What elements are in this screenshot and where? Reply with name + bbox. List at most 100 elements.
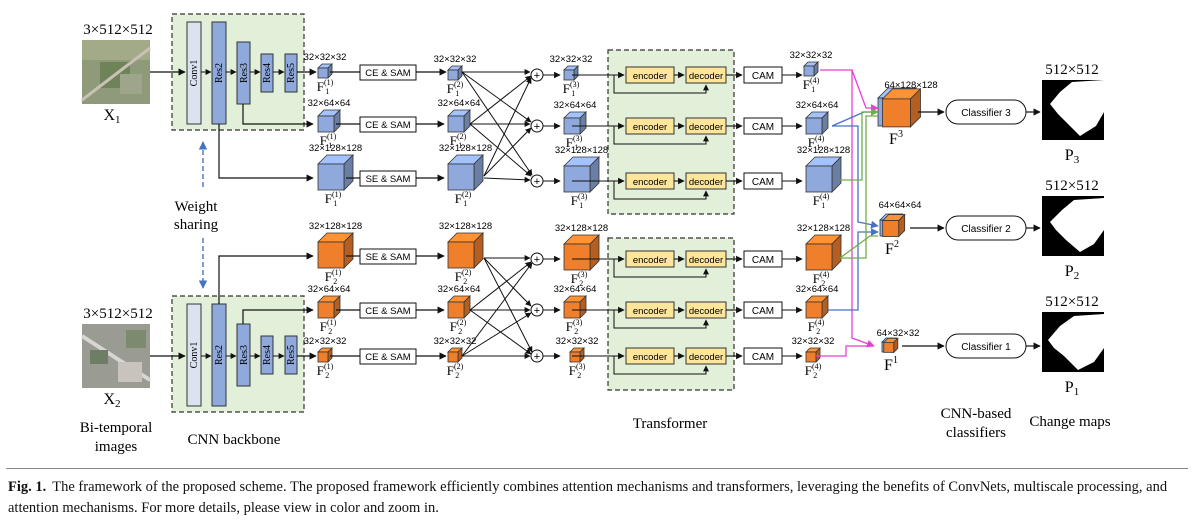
cam-label-1: CAM xyxy=(752,71,774,82)
x1-label: X1 xyxy=(103,107,120,126)
caption-label: Fig. 1. xyxy=(8,479,47,495)
fused-f3: F3 xyxy=(877,87,922,148)
cube-f1c4-32-label: F(4)1 xyxy=(803,76,820,94)
cam-block-5: CAM xyxy=(743,301,803,319)
classifier-3-label: Classifier 3 xyxy=(961,108,1011,119)
cube-f2c4-64: 32×64×64F(4)2 xyxy=(796,284,839,336)
cam-block-1: CAM xyxy=(743,66,803,84)
cube-f2c4-128-label: F(4)2 xyxy=(813,270,830,288)
cube-f1c4-128-dim: 32×128×128 xyxy=(797,145,850,156)
p1-label: P1 xyxy=(1065,379,1079,398)
cube-f2c1-32: 32×32×32F(1)2 xyxy=(304,336,347,380)
cube-f2c3-64-label: F(3)2 xyxy=(566,318,583,336)
classifier-3: Classifier 3 xyxy=(918,99,1041,125)
cube-f2c1-32-label: F(1)2 xyxy=(317,362,334,380)
layer-res5-bottom: Res5 xyxy=(286,345,297,365)
cube-f2c2-128-dim: 32×128×128 xyxy=(439,221,492,232)
encoder-label-5: encoder xyxy=(633,306,667,317)
plus-3: + xyxy=(534,176,540,188)
dim-f2: 64×64×64 xyxy=(879,200,922,211)
cube-f1c3-32: 32×32×32F(3)1 xyxy=(550,54,593,98)
cube-f1c1-32-dim: 32×32×32 xyxy=(304,52,347,63)
encoder-label-2: encoder xyxy=(633,122,667,133)
cam-block-3: CAM xyxy=(743,172,803,190)
cube-f2c2-32: 32×32×32F(2)2 xyxy=(434,336,477,380)
cube-f1c1-64-label: F(1)1 xyxy=(320,132,337,150)
cube-f1c2-32-dim: 32×32×32 xyxy=(434,54,477,65)
cube-f1c1-128-dim: 32×128×128 xyxy=(309,143,362,154)
cube-f2c1-64-label: F(1)2 xyxy=(320,318,337,336)
layer-res4-bottom: Res4 xyxy=(262,345,273,365)
cam-label-5: CAM xyxy=(752,306,774,317)
cube-f1c2-64-label: F(2)1 xyxy=(450,132,467,150)
cube-f1c3-64-label: F(3)1 xyxy=(566,134,583,152)
change-map-p3 xyxy=(1042,80,1104,140)
cube-f1c1-64-dim: 32×64×64 xyxy=(308,98,351,109)
cube-f2c2-64: 32×64×64F(2)2 xyxy=(438,284,481,336)
plus-5: + xyxy=(534,305,540,317)
dim-f1: 64×32×32 xyxy=(877,328,920,339)
fused-f2-label: F2 xyxy=(885,239,899,258)
cube-f2c2-64-dim: 32×64×64 xyxy=(438,284,481,295)
cube-f1c4-64-label: F(4)1 xyxy=(808,134,825,152)
bitemporal-label-line1: Bi-temporal xyxy=(80,420,152,436)
cam-block-2: CAM xyxy=(743,117,803,135)
layer-res5-top: Res5 xyxy=(286,63,297,83)
cube-f2c3-32-dim: 32×32×32 xyxy=(556,336,599,347)
cube-f1c3-128-label: F(3)1 xyxy=(571,192,588,210)
x2-label: X2 xyxy=(103,391,120,410)
cube-f1c4-128-label: F(4)1 xyxy=(813,192,830,210)
dim-f3: 64×128×128 xyxy=(884,80,937,91)
cube-f2c3-128-label: F(3)2 xyxy=(571,270,588,288)
weight-sharing-line1: Weight xyxy=(175,199,219,215)
layer-res3-top: Res3 xyxy=(239,63,250,83)
encoder-label-1: encoder xyxy=(633,71,667,82)
cube-f2c4-128-dim: 32×128×128 xyxy=(797,223,850,234)
layer-res3-bottom: Res3 xyxy=(239,345,250,365)
cam-label-6: CAM xyxy=(752,352,774,363)
cube-f2c4-32-dim: 32×32×32 xyxy=(792,336,835,347)
cube-f2c4-32: 32×32×32F(4)2 xyxy=(792,336,835,380)
cube-f1c4-32-dim: 32×32×32 xyxy=(790,50,833,61)
cube-f1c3-128-dim: 32×128×128 xyxy=(555,145,608,156)
encoder-label-4: encoder xyxy=(633,255,667,266)
cube-f2c3-32-label: F(3)2 xyxy=(569,362,586,380)
ce-sam-bottom-1: CE & SAM xyxy=(365,306,410,317)
layer-res2-bottom: Res2 xyxy=(214,345,225,365)
cube-f1c1-64: 32×64×64F(1)1 xyxy=(308,98,351,150)
cam-block-4: CAM xyxy=(743,250,803,268)
caption-text: The framework of the proposed scheme. Th… xyxy=(8,479,1168,516)
input-size-top: 3×512×512 xyxy=(83,22,152,38)
cube-f2c1-128-dim: 32×128×128 xyxy=(309,221,362,232)
cube-f1c2-128-dim: 32×128×128 xyxy=(439,143,492,154)
satellite-image-x1 xyxy=(81,40,151,104)
fused-f2: F2 xyxy=(879,213,906,258)
layer-res2-top: Res2 xyxy=(214,63,225,83)
cube-f2c4-32-label: F(4)2 xyxy=(805,362,822,380)
classifier-2-label: Classifier 2 xyxy=(961,224,1011,235)
plus-4: + xyxy=(534,254,540,266)
cube-f2c1-32-dim: 32×32×32 xyxy=(304,336,347,347)
cube-f1c2-64: 32×64×64F(2)1 xyxy=(438,98,481,150)
cube-f1c4-64-dim: 32×64×64 xyxy=(796,100,839,111)
cube-f1c3-32-label: F(3)1 xyxy=(563,80,580,98)
ce-sam-top-1: CE & SAM xyxy=(365,68,410,79)
cube-f2c1-64: 32×64×64F(1)2 xyxy=(308,284,351,336)
bitemporal-label-line2: images xyxy=(95,439,138,455)
fused-f1-label: F1 xyxy=(884,355,898,374)
cube-f1c1-128-label: F(1)1 xyxy=(325,190,342,208)
decoder-label-3: decoder xyxy=(689,177,723,188)
cube-f1c1-32-label: F(1)1 xyxy=(317,78,334,96)
caption-rule-top xyxy=(6,468,1188,469)
p2-label: P2 xyxy=(1065,263,1079,282)
change-map-p2 xyxy=(1042,196,1104,256)
plus-6: + xyxy=(534,351,540,363)
cam-blocks: CAM CAM CAM CAM CAM CAM xyxy=(743,66,803,365)
cnn-classifiers-line2: classifiers xyxy=(946,425,1006,441)
